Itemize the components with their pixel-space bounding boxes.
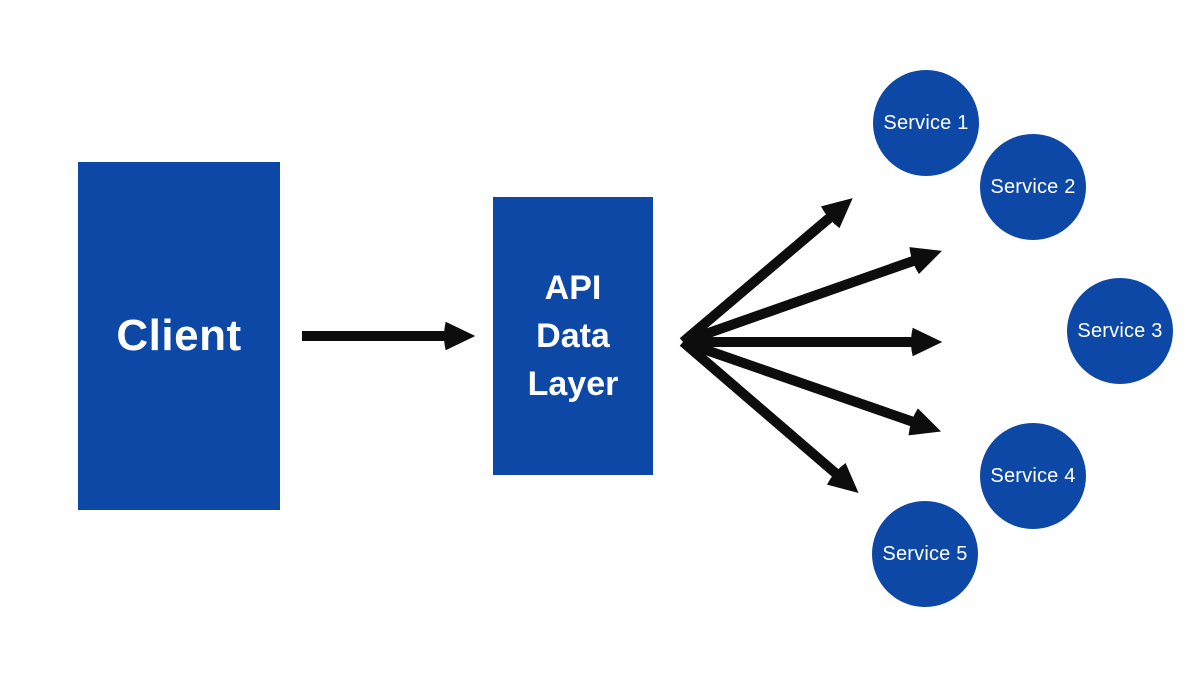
api-label-line-3: Layer [527,365,619,403]
arrow-api-to-service-4 [681,337,914,422]
node-service-5: Service 5 [872,501,978,607]
node-service-2: Service 2 [980,134,1086,240]
api-label-line-1: API [544,269,602,307]
node-service-1: Service 1 [873,70,979,176]
arrow-api-to-service-2 [681,261,915,347]
api-label-line-2: Data [536,317,610,355]
arrow-api-to-service-5 [679,338,837,474]
service-3-label: Service 3 [1077,319,1163,342]
client-label: Client [116,311,242,360]
node-client: Client [78,162,280,510]
arrow-api-to-service-1 [679,217,831,346]
service-1-label: Service 1 [883,111,969,134]
node-service-3: Service 3 [1067,278,1173,384]
service-2-label: Service 2 [990,175,1076,198]
node-api-data-layer: API Data Layer [493,197,653,475]
service-5-label: Service 5 [882,542,968,565]
node-service-4: Service 4 [980,423,1086,529]
service-4-label: Service 4 [990,464,1076,487]
